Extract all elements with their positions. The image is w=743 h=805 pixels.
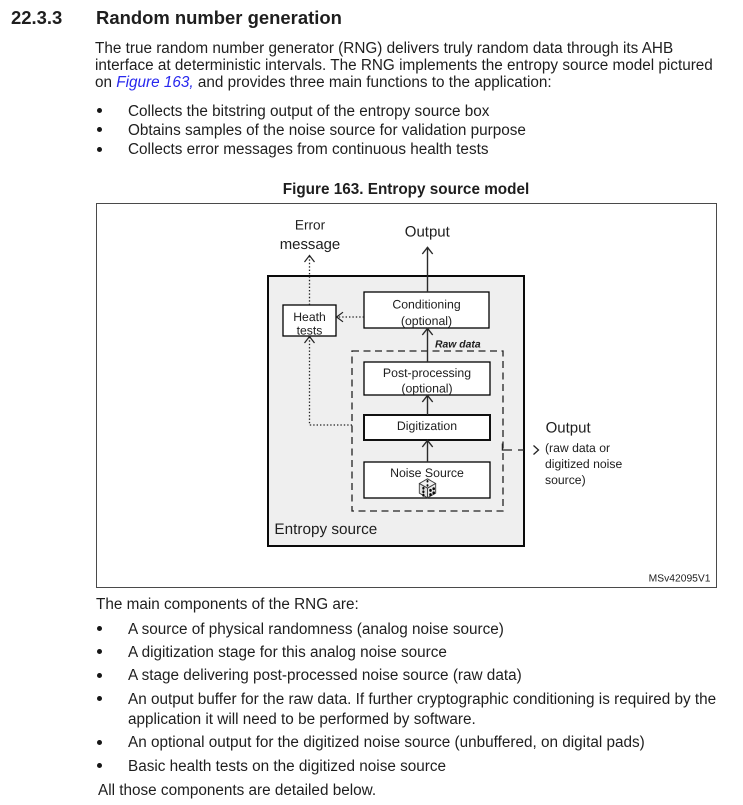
svg-text:Error: Error	[295, 217, 326, 232]
svg-text:Output: Output	[405, 223, 451, 240]
svg-text:(optional): (optional)	[401, 382, 452, 396]
svg-text:Noise Source: Noise Source	[390, 466, 464, 480]
svg-text:(raw data or: (raw data or	[545, 441, 610, 455]
svg-text:tests: tests	[297, 324, 323, 338]
svg-text:digitized noise: digitized noise	[545, 457, 622, 471]
svg-text:Heath: Heath	[293, 310, 326, 324]
svg-text:Digitization: Digitization	[397, 419, 457, 433]
svg-text:Entropy source: Entropy source	[274, 521, 377, 538]
svg-text:message: message	[280, 237, 340, 253]
svg-text:Output: Output	[546, 420, 592, 437]
svg-text:Conditioning: Conditioning	[392, 298, 461, 312]
svg-text:(optional): (optional)	[401, 314, 452, 328]
svg-text:MSv42095V1: MSv42095V1	[649, 574, 711, 585]
svg-text:source): source)	[545, 473, 586, 487]
svg-text:Raw data: Raw data	[435, 340, 481, 351]
svg-text:Post-processing: Post-processing	[383, 366, 471, 380]
